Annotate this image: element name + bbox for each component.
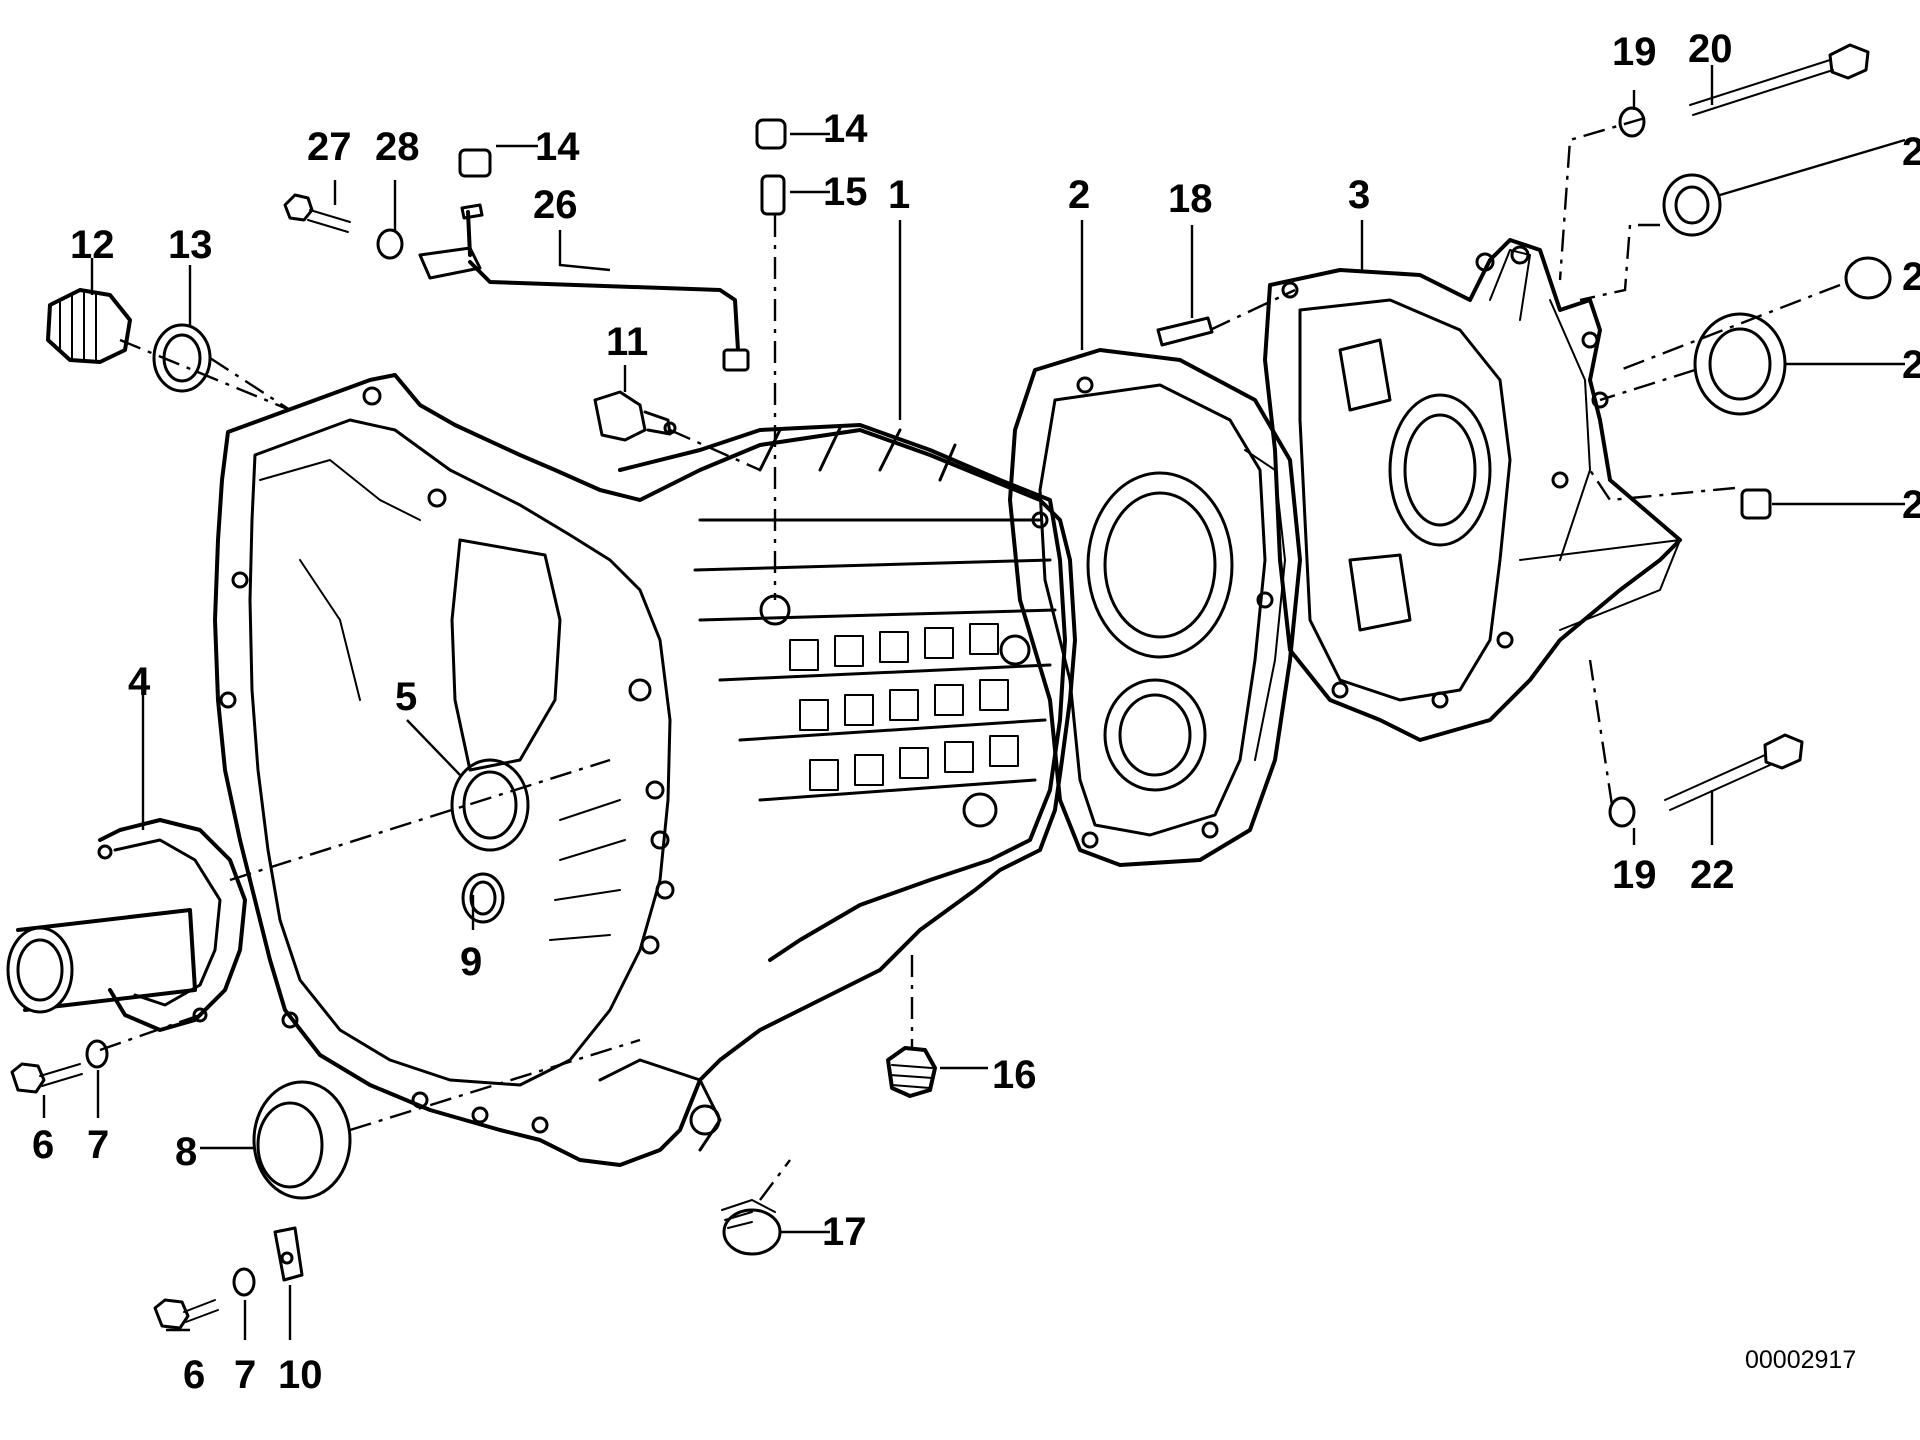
plug-right-2 [1844, 256, 1892, 300]
callout-27: 27 [307, 125, 352, 169]
bearing-ring-right-1 [1662, 173, 1722, 237]
bell-flange-bolt-holes [219, 386, 721, 1136]
callout-14-top: 14 [823, 107, 868, 151]
callout-4: 4 [128, 660, 151, 704]
diagram-reference-number: 00002917 [1745, 1346, 1856, 1374]
bolt-27 [283, 193, 351, 233]
callout-2-right-4: 2 [1902, 483, 1920, 527]
washer-28 [376, 228, 404, 260]
callout-17: 17 [822, 1210, 867, 1254]
callout-7-lower: 7 [234, 1353, 256, 1397]
intermediate-plate [1008, 348, 1302, 867]
callout-26: 26 [533, 183, 578, 227]
callout-1: 1 [888, 173, 910, 217]
washer-lower [232, 1267, 256, 1297]
washer-19-bottom [1608, 796, 1636, 828]
callout-7-upper: 7 [87, 1123, 109, 1167]
guide-sleeve [6, 818, 247, 1032]
callout-18: 18 [1168, 177, 1213, 221]
callout-6-upper: 6 [32, 1123, 54, 1167]
callout-22: 22 [1690, 853, 1735, 897]
callout-19-bottom: 19 [1612, 853, 1657, 897]
vent-pipe [418, 203, 750, 372]
callout-labels: 1 2 3 4 5 6 6 7 7 8 9 10 11 12 13 14 14 … [32, 27, 1920, 1397]
callout-3: 3 [1348, 173, 1370, 217]
callout-13: 13 [168, 223, 213, 267]
cover-cap [252, 1080, 352, 1200]
callout-9: 9 [460, 940, 482, 984]
callout-14-left: 14 [535, 125, 580, 169]
bolt-22 [1664, 733, 1804, 811]
callout-2-right-1: 2 [1902, 130, 1920, 174]
hex-bolt-upper [10, 1062, 83, 1094]
callout-28: 28 [375, 125, 420, 169]
filler-plug-17 [721, 1199, 782, 1256]
shaft-seal [450, 758, 530, 852]
cap-14-top [755, 118, 787, 150]
leader-lines [42, 65, 1906, 1340]
callout-19-top: 19 [1612, 30, 1657, 74]
sleeve-15 [760, 174, 786, 216]
callout-2-right-2: 2 [1902, 255, 1920, 299]
cap-14-left [458, 148, 492, 178]
rear-housing [1263, 238, 1682, 742]
callout-16: 16 [992, 1053, 1037, 1097]
callout-20: 20 [1688, 27, 1733, 71]
washer-upper [85, 1039, 109, 1069]
callout-5: 5 [395, 675, 417, 719]
callout-6-lower: 6 [183, 1353, 205, 1397]
callout-2: 2 [1068, 173, 1090, 217]
spring-clip [273, 1226, 304, 1282]
threaded-plug [46, 288, 132, 364]
seal-ring-right-3 [1693, 312, 1787, 416]
small-seal [461, 872, 505, 924]
switch-sensor [593, 390, 677, 442]
bolt-20 [1689, 43, 1870, 116]
hex-bolt-lower [153, 1298, 219, 1330]
washer-19-top [1618, 106, 1646, 138]
dowel-pin-18 [1156, 316, 1214, 347]
callout-15: 15 [823, 170, 868, 214]
callout-10: 10 [278, 1353, 323, 1397]
callout-11: 11 [606, 320, 648, 364]
callout-2-right-3: 2 [1902, 343, 1920, 387]
gearbox-ribs [758, 426, 1019, 791]
cap-right-4 [1740, 488, 1772, 520]
gearbox-housing [213, 373, 1077, 1167]
callout-12: 12 [70, 223, 115, 267]
drain-plug-16 [886, 1046, 937, 1098]
callout-8: 8 [175, 1130, 197, 1174]
